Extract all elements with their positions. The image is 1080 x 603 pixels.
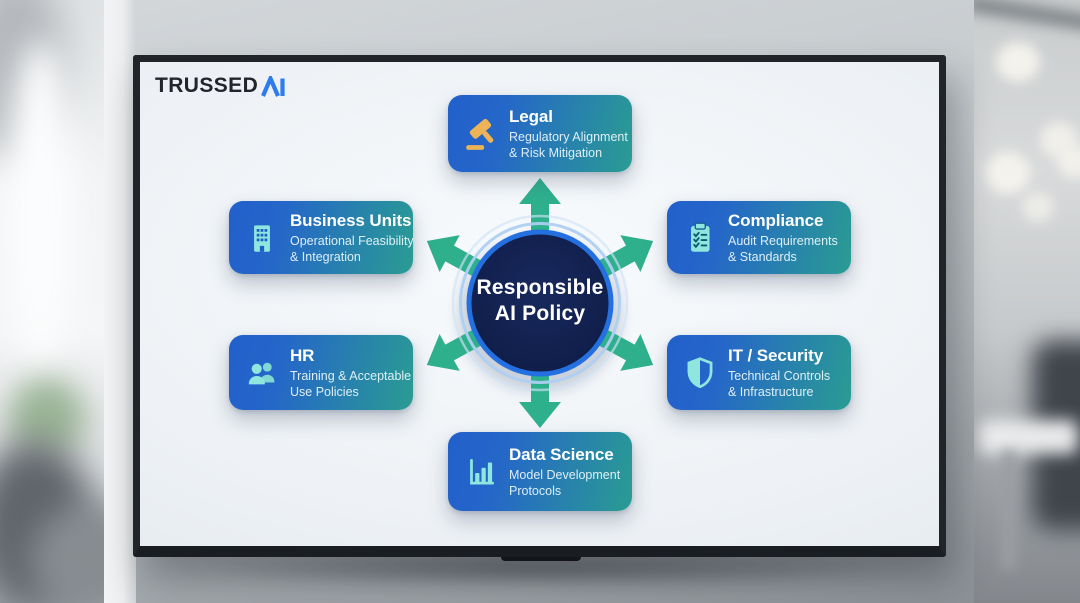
blur-desk xyxy=(978,420,1078,454)
node-hr: HR Training & Acceptable Use Policies xyxy=(229,335,413,410)
hub-title-line1: Responsible xyxy=(476,276,604,299)
node-title: Legal xyxy=(509,106,553,126)
blur-ceiling-track xyxy=(974,0,1080,33)
node-compliance: Compliance Audit Requirements & Standard… xyxy=(667,201,851,274)
bokeh-light xyxy=(996,42,1040,82)
node-subtitle-line: & Standards xyxy=(728,249,797,264)
node-subtitle: Technical Controls & Infrastructure xyxy=(728,368,830,400)
node-subtitle: Training & Acceptable Use Policies xyxy=(290,368,411,400)
brand-ai-icon xyxy=(261,76,285,97)
clipboard-checklist-icon xyxy=(681,219,719,257)
node-business-units: Business Units Operational Feasibility &… xyxy=(229,201,414,274)
bar-chart-icon xyxy=(462,453,500,491)
node-subtitle: Regulatory Alignment & Risk Mitigation xyxy=(509,129,628,161)
node-subtitle-line: & Risk Mitigation xyxy=(509,145,603,160)
node-subtitle-line: & Infrastructure xyxy=(728,384,814,399)
node-subtitle-line: Protocols xyxy=(509,483,562,498)
hub-and-spoke-diagram xyxy=(426,178,654,428)
node-subtitle-line: Model Development xyxy=(509,467,621,482)
brand-logo: TRUSSED xyxy=(155,74,287,98)
blurred-office-right xyxy=(974,0,1080,603)
bokeh-light xyxy=(986,152,1030,194)
wall-corner-band xyxy=(104,0,138,603)
node-subtitle: Audit Requirements & Standards xyxy=(728,233,838,265)
node-subtitle-line: Audit Requirements xyxy=(728,233,838,248)
node-legal: Legal Regulatory Alignment & Risk Mitiga… xyxy=(448,95,632,172)
node-title: Business Units xyxy=(290,210,412,230)
node-data-science: Data Science Model Development Protocols xyxy=(448,432,632,511)
tv-display: TRUSSED xyxy=(133,55,946,557)
tv-bottom-nub xyxy=(501,553,581,561)
node-title: Compliance xyxy=(728,210,824,230)
shield-icon xyxy=(681,354,719,392)
bokeh-light xyxy=(1022,192,1054,222)
node-subtitle: Operational Feasibility & Integration xyxy=(290,233,414,265)
gavel-icon xyxy=(462,115,500,153)
tv-screen: TRUSSED xyxy=(140,62,939,546)
hub-circle xyxy=(451,214,629,392)
bokeh-light xyxy=(1058,146,1080,178)
node-subtitle-line: Regulatory Alignment xyxy=(509,129,628,144)
blur-table-leg xyxy=(1002,450,1016,570)
people-icon xyxy=(243,354,281,392)
node-subtitle-line: Training & Acceptable xyxy=(290,368,412,383)
node-subtitle-line: & Integration xyxy=(290,249,361,264)
node-title: Data Science xyxy=(509,444,614,464)
blurred-office-left xyxy=(0,0,108,603)
brand-logo-text: TRUSSED xyxy=(155,74,259,97)
blur-door-light xyxy=(6,40,76,370)
node-subtitle-line: Operational Feasibility xyxy=(290,233,414,248)
building-icon xyxy=(243,219,281,257)
node-title: HR xyxy=(290,345,315,365)
node-subtitle-line: Use Policies xyxy=(290,384,359,399)
hub-title: Responsible AI Policy xyxy=(440,275,640,327)
node-title: IT / Security xyxy=(728,345,824,365)
node-subtitle-line: Technical Controls xyxy=(728,368,831,383)
hub-title-line2: AI Policy xyxy=(494,302,586,325)
node-it-security: IT / Security Technical Controls & Infra… xyxy=(667,335,851,410)
node-subtitle: Model Development Protocols xyxy=(509,467,620,499)
